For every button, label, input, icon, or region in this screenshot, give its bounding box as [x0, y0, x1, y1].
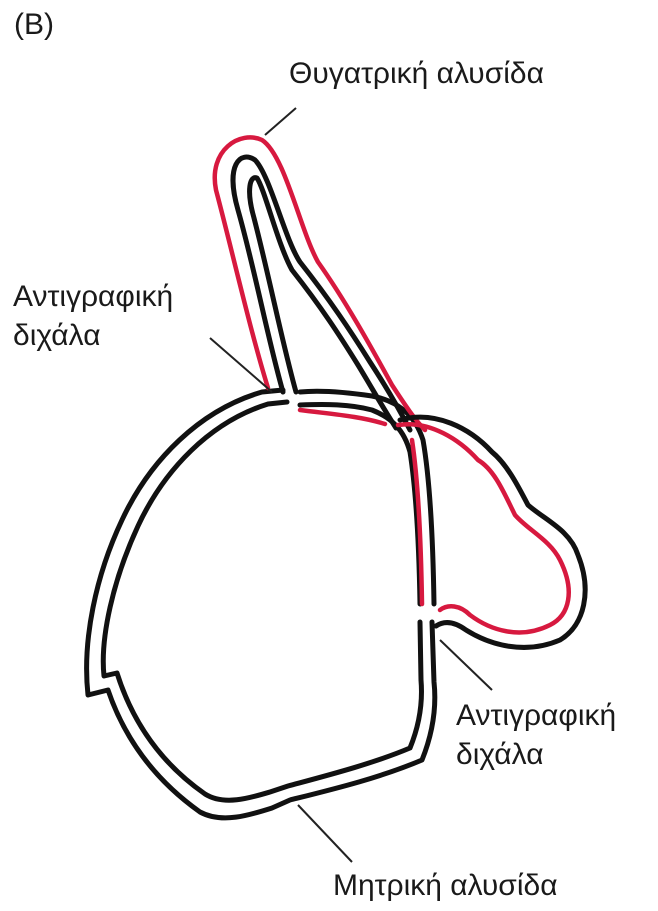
label-parent-strand: Μητρική αλυσίδα: [333, 869, 558, 902]
label-daughter-strand: Θυγατρική αλυσίδα: [289, 57, 544, 90]
leader-line-parent: [298, 805, 352, 862]
parent-strand-inner: [103, 402, 421, 800]
leader-line-fork-right: [440, 640, 492, 690]
leader-line-daughter: [265, 108, 296, 135]
label-fork-left-line1: Αντιγραφική: [13, 280, 173, 313]
daughter-strand-top: [215, 137, 425, 430]
parent-strand-outer: [87, 390, 435, 818]
parent-strand-bubble-outer: [400, 417, 585, 647]
parent-strand-top-bubble-inner: [300, 405, 420, 604]
label-fork-left-line2: διχάλα: [13, 319, 101, 352]
label-fork-right-line2: διχάλα: [456, 738, 544, 771]
panel-label: (B): [14, 8, 54, 41]
label-fork-right-line1: Αντιγραφική: [456, 699, 616, 732]
